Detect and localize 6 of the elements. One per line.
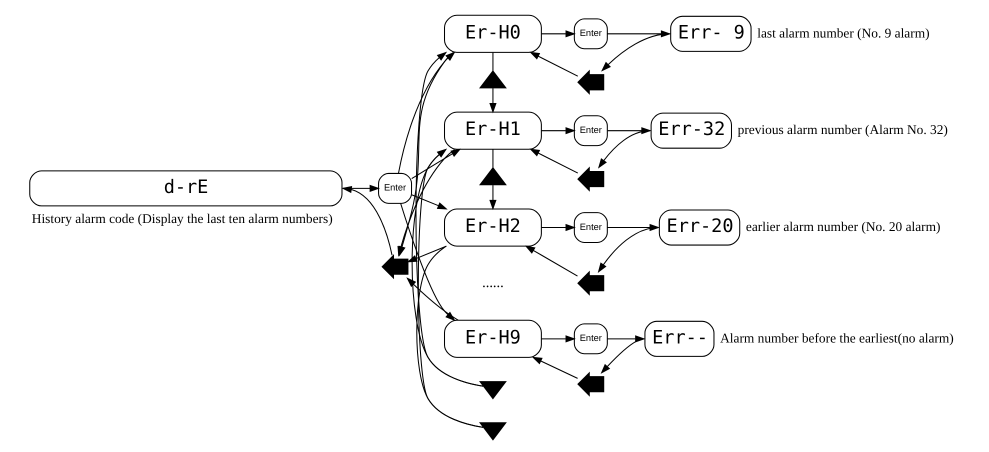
node-label: last alarm number (No. 9 alarm)	[756, 25, 930, 40]
node-label: earlier alarm number (No. 20 alarm)	[745, 219, 940, 234]
label: ......	[482, 275, 504, 291]
node-label: Alarm number before the earliest(no alarm)	[720, 330, 954, 346]
node-label: History alarm code (Display the last ten alarm numbers)	[31, 210, 332, 226]
node-label: previous alarm number (Alarm No. 32)	[737, 122, 948, 138]
